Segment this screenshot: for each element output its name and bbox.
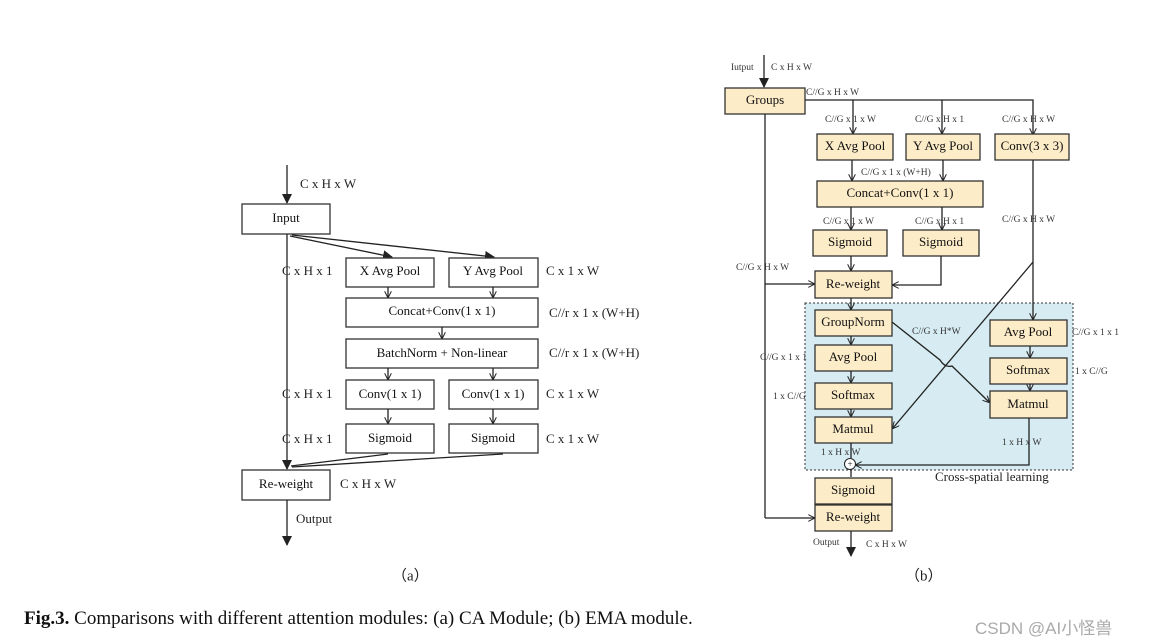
dim-label: 1 x H x W [1002,438,1041,448]
panel-a: C x H x W Input X Avg Pool Y Avg Pool C … [241,165,639,584]
dim-label: 1 x H x W [821,448,860,458]
concat-conv-box: Concat+Conv(1 x 1) [847,185,954,200]
avg-pool-box: Avg Pool [1004,324,1053,339]
x-avg-pool-box: X Avg Pool [825,138,886,153]
sigmoid-box: Sigmoid [919,234,964,249]
sigmoid-box: Sigmoid [828,234,873,249]
y-avg-pool-box: Y Avg Pool [913,138,973,153]
dim-label: C//G x 1 x W [823,217,874,227]
figure-caption: Fig.3. Comparisons with different attent… [24,608,693,630]
dim-label: C x H x W [300,176,357,191]
groupnorm-box: GroupNorm [821,314,885,329]
dim-label: C//G x H x W [806,88,859,98]
dim-label: C//r x 1 x (W+H) [549,305,639,320]
dim-label: C//G x H x 1 [915,115,964,125]
dim-label: C x 1 x W [546,431,600,446]
dim-label: C//G x 1 x W [825,115,876,125]
reweight-box: Re-weight [826,276,881,291]
conv-box: Conv(1 x 1) [359,386,422,401]
dim-label: C x H x W [866,540,907,550]
panel-b: Cross-spatial learning Iutput C x H x W … [724,55,1119,584]
input-box: Input [272,210,300,225]
conv3x3-box: Conv(3 x 3) [1001,138,1064,153]
matmul-box: Matmul [832,421,874,436]
matmul-box: Matmul [1007,396,1049,411]
reweight-box: Re-weight [259,476,314,491]
dim-label: C//G x H x W [736,263,789,273]
add-icon [844,458,856,470]
dim-label: C x H x 1 [282,431,333,446]
softmax-box: Softmax [831,387,876,402]
groups-box: Groups [746,92,784,107]
caption-text: Comparisons with different attention mod… [69,608,693,629]
region-label: Cross-spatial learning [935,469,1049,484]
dim-label: C//G x H x W [1002,215,1055,225]
dim-label: C//G x 1 x 1 [760,353,807,363]
dim-label: 1 x C//G [1075,367,1108,377]
y-avg-pool-box: Y Avg Pool [463,263,523,278]
avg-pool-box: Avg Pool [829,349,878,364]
dim-label: C//r x 1 x (W+H) [549,345,639,360]
dim-label: C//G x 1 x (W+H) [861,167,931,178]
panel-label: （b） [905,567,943,584]
softmax-box: Softmax [1006,362,1051,377]
dim-label: 1 x C//G [773,392,806,402]
sigmoid-box: Sigmoid [368,430,413,445]
sigmoid-box: Sigmoid [831,482,876,497]
dim-label: C//G x H x 1 [915,217,964,227]
dim-label: C x 1 x W [546,263,600,278]
input-label: Iutput [731,63,754,73]
dim-label: C//G x 1 x 1 [1072,328,1119,338]
concat-conv-box: Concat+Conv(1 x 1) [389,303,496,318]
dim-label: C x H x W [771,63,812,73]
dim-label: C x H x 1 [282,263,333,278]
svg-text:+: + [847,459,852,469]
output-label: Output [296,511,333,526]
dim-label: C x 1 x W [546,386,600,401]
output-label: Output [813,538,840,548]
caption-prefix: Fig.3. [24,608,70,629]
conv-box: Conv(1 x 1) [462,386,525,401]
reweight-box: Re-weight [826,509,881,524]
panel-label: （a） [392,567,429,584]
watermark: CSDN @AI小怪兽 [975,619,1113,638]
batchnorm-box: BatchNorm + Non-linear [377,345,508,360]
sigmoid-box: Sigmoid [471,430,516,445]
dim-label: C x H x W [340,476,397,491]
dim-label: C//G x H x W [1002,115,1055,125]
dim-label: C x H x 1 [282,386,333,401]
dim-label: C//G x H*W [912,327,961,337]
x-avg-pool-box: X Avg Pool [360,263,421,278]
